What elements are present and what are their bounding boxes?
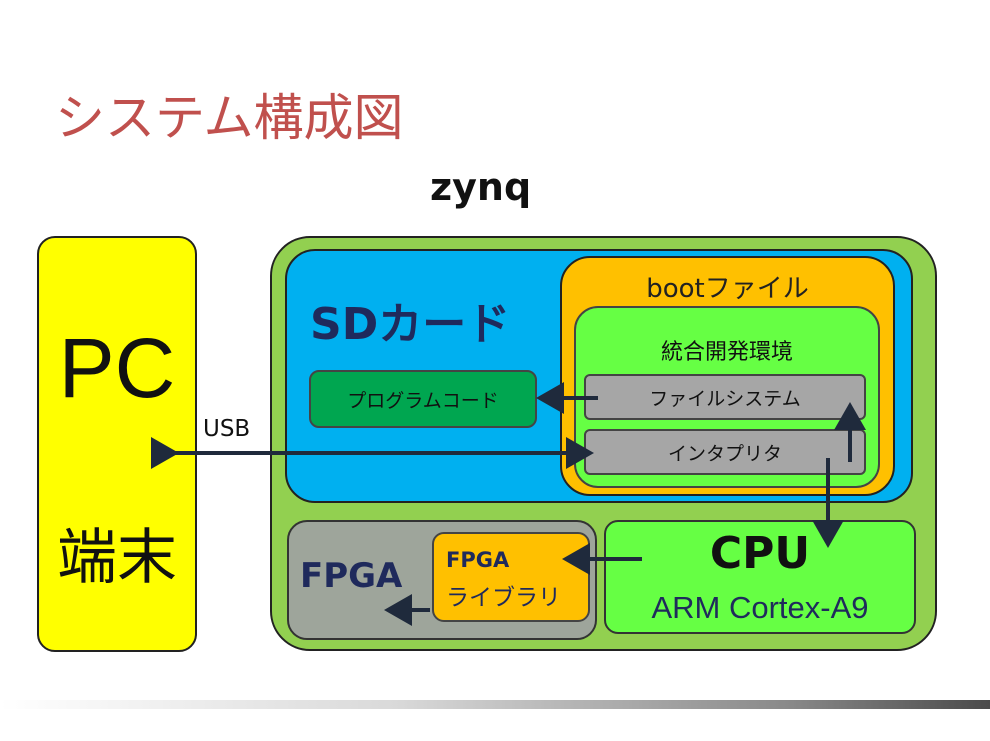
- sd-card-label: SDカード: [310, 299, 511, 350]
- interpreter-box: インタプリタ: [584, 429, 866, 475]
- footer-bar: [0, 700, 990, 709]
- cpu-label: CPU: [709, 528, 811, 579]
- cpu-box: [604, 520, 916, 634]
- fpga-label: FPGA: [300, 556, 403, 596]
- pc-label: PC: [58, 321, 176, 415]
- ide-label: 統合開発環境: [660, 340, 793, 365]
- terminal-label: 端末: [57, 523, 177, 593]
- boot-file-label: bootファイル: [646, 274, 809, 304]
- fpga-library-label-line1: FPGA: [446, 548, 510, 572]
- filesystem-box: ファイルシステム: [584, 374, 866, 420]
- zynq-label: zynq: [430, 165, 532, 209]
- program-code-box: プログラムコード: [309, 370, 537, 428]
- cpu-subtitle: ARM Cortex-A9: [651, 590, 869, 625]
- slide-title: システム構成図: [55, 89, 404, 147]
- fpga-library-label-line2: ライブラリ: [446, 585, 561, 611]
